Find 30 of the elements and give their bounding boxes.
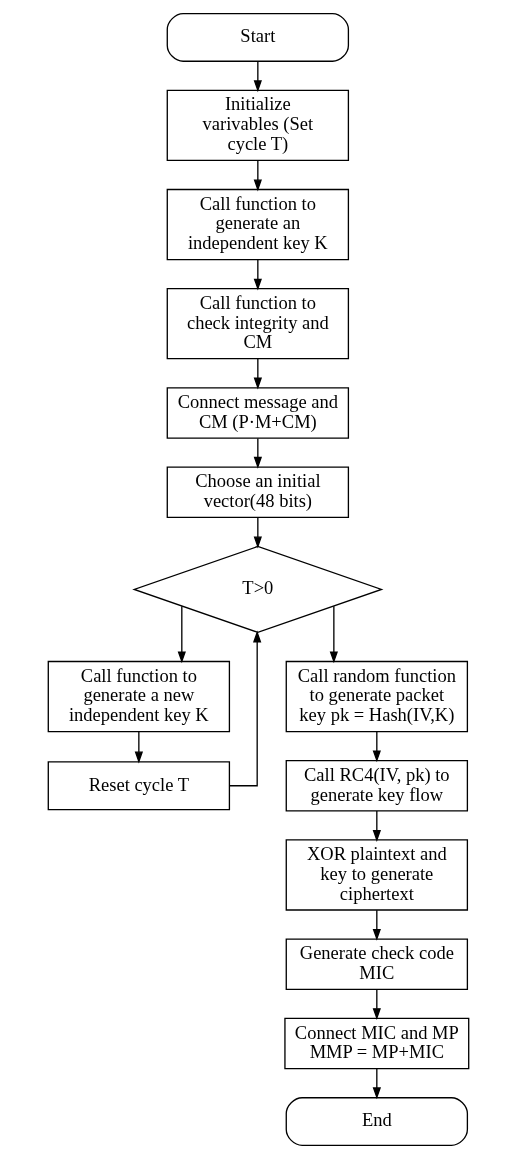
arrow bbox=[372, 731, 381, 763]
node-box: Start bbox=[166, 13, 349, 62]
node-box: Call random function to generate packet key pk = Hash(IV,K) bbox=[285, 660, 468, 733]
arrow bbox=[253, 159, 262, 192]
arrow bbox=[134, 731, 143, 764]
arrow bbox=[372, 909, 381, 941]
arrow bbox=[372, 989, 381, 1021]
arrow bbox=[177, 605, 186, 664]
node-box: Choose an initial vector(48 bits) bbox=[166, 466, 349, 518]
arrow bbox=[372, 810, 381, 842]
node-box: Reset cycle T bbox=[47, 761, 230, 811]
node-box: Call function to generate an independent key K bbox=[166, 188, 349, 261]
node-diamond: T>0 bbox=[131, 545, 383, 634]
node-box: Initialize varivables (Set cycle T) bbox=[166, 89, 349, 162]
node-box: Connect message and CM (P·M+CM) bbox=[166, 387, 349, 439]
arrow bbox=[253, 437, 262, 469]
arrow bbox=[228, 630, 261, 787]
arrow bbox=[253, 358, 262, 390]
node-box: Call function to generate a new independent key K bbox=[47, 660, 230, 733]
arrow bbox=[253, 517, 262, 549]
node-box: Generate check code MIC bbox=[285, 938, 468, 990]
node-box: XOR plaintext and key to generate ciphertext bbox=[285, 839, 468, 911]
node-box: Call function to check integrity and CM bbox=[166, 287, 349, 360]
arrow bbox=[253, 259, 262, 291]
arrow bbox=[253, 60, 262, 93]
node-box: Call RC4(IV, pk) to generate key flow bbox=[285, 759, 468, 812]
node-box: Connect MIC and MP MMP = MP+MIC bbox=[283, 1017, 469, 1070]
node-box: End bbox=[285, 1097, 468, 1146]
arrow bbox=[329, 605, 338, 664]
arrow bbox=[372, 1068, 381, 1100]
